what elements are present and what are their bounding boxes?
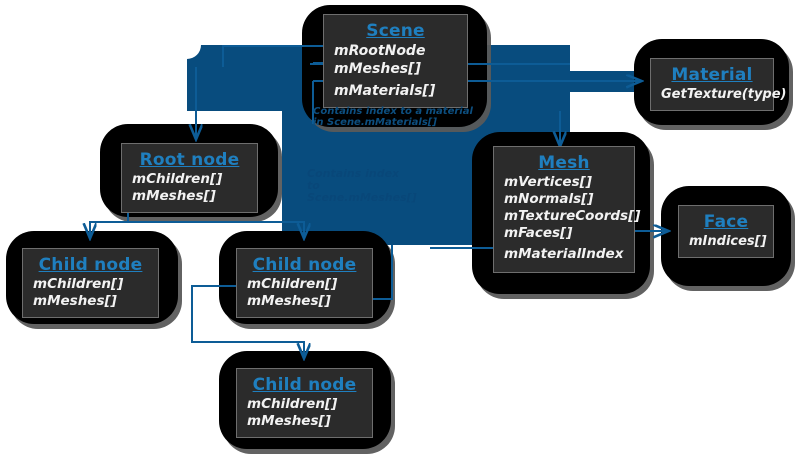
node-child-node-left-field-0: mChildren[] [33, 276, 124, 292]
node-scene-field-1: mMeshes[] [334, 61, 421, 77]
node-root-node-field-0: mChildren[] [132, 171, 223, 187]
node-scene[interactable]: Scene mRootNode mMeshes[] mMaterials[] [323, 14, 468, 108]
node-child-node-left-field-1: mMeshes[] [33, 293, 117, 309]
node-mesh-field-0: mVertices[] [504, 174, 592, 190]
node-child-node-bottom-field-1: mMeshes[] [247, 413, 331, 429]
node-root-node-field-1: mMeshes[] [132, 188, 216, 204]
node-material[interactable]: Material GetTexture(type) [650, 58, 787, 111]
annotation-material-index: Contains index to a material in Scene.mM… [313, 106, 473, 128]
node-mesh-field-3: mFaces[] [504, 225, 573, 241]
node-scene-field-2: mMaterials[] [334, 83, 436, 99]
node-scene-title: Scene [366, 21, 425, 41]
node-material-field-0: GetTexture(type) [661, 87, 787, 102]
node-mesh-field-2: mTextureCoords[] [504, 208, 641, 224]
node-child-node-left[interactable]: Child node mChildren[] mMeshes[] [22, 248, 159, 318]
node-root-node[interactable]: Root node mChildren[] mMeshes[] [121, 143, 258, 213]
blue-background-block-mid [282, 111, 465, 245]
node-child-node-bottom-field-0: mChildren[] [247, 396, 338, 412]
blue-background-connector-bar [570, 71, 642, 92]
node-face-title: Face [703, 212, 749, 232]
node-root-node-title: Root node [139, 150, 240, 170]
node-mesh-field-1: mNormals[] [504, 191, 594, 207]
node-child-node-left-title: Child node [38, 255, 143, 275]
node-mesh[interactable]: Mesh mVertices[] mNormals[] mTextureCoor… [493, 146, 641, 273]
node-mesh-field-4: mMaterialIndex [504, 246, 624, 262]
node-child-node-mid-field-1: mMeshes[] [247, 293, 331, 309]
node-face[interactable]: Face mIndices[] [678, 205, 774, 258]
node-material-title: Material [671, 65, 753, 85]
node-face-field-0: mIndices[] [689, 234, 767, 249]
node-child-node-mid-field-0: mChildren[] [247, 276, 338, 292]
node-child-node-mid-title: Child node [252, 255, 357, 275]
node-mesh-title: Mesh [538, 153, 590, 173]
node-child-node-bottom[interactable]: Child node mChildren[] mMeshes[] [236, 368, 373, 438]
node-child-node-mid[interactable]: Child node mChildren[] mMeshes[] [236, 248, 373, 318]
node-child-node-bottom-title: Child node [252, 375, 357, 395]
node-scene-field-0: mRootNode [334, 43, 426, 59]
annotation-mesh-index: Contains index to Scene.mMeshes[] [307, 167, 417, 204]
